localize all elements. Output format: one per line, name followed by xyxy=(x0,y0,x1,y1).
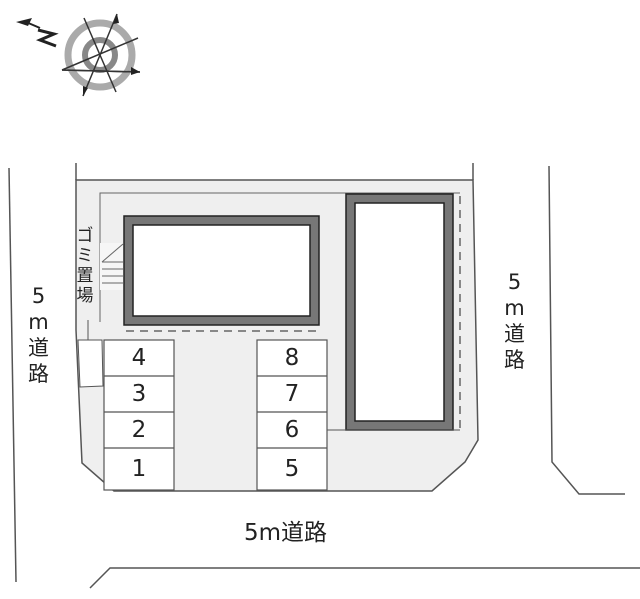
parking-slot-7: 7 xyxy=(284,381,300,407)
parking-slot-3: 3 xyxy=(131,381,147,407)
road-char: 5 xyxy=(507,270,522,294)
garbage-char: ゴ xyxy=(76,226,94,246)
right-road-edge xyxy=(548,165,625,495)
bottom-road-edge xyxy=(89,567,640,589)
left-road-label: 5 m 道 路 xyxy=(28,284,49,386)
building-b xyxy=(327,193,461,431)
stairs-icon xyxy=(100,243,124,290)
parking-slot-1: 1 xyxy=(131,456,147,482)
parking-right xyxy=(256,339,328,491)
parking-slot-4: 4 xyxy=(131,345,147,371)
garbage-area-label: ゴ ミ 置 場 xyxy=(74,226,96,306)
parking-left xyxy=(103,339,175,491)
road-char: 道 xyxy=(504,322,525,346)
left-road-edge xyxy=(8,167,17,583)
road-char: 路 xyxy=(28,362,49,386)
building-a xyxy=(123,215,320,332)
road-char: 5 xyxy=(31,284,46,308)
parking-slot-5: 5 xyxy=(284,456,300,482)
parking-slot-6: 6 xyxy=(284,417,300,443)
garbage-char: 場 xyxy=(76,286,94,306)
road-char: m xyxy=(504,296,525,320)
road-char: 路 xyxy=(504,348,525,372)
parking-slot-8: 8 xyxy=(284,345,300,371)
bottom-road-label: 5m道路 xyxy=(244,520,328,546)
garbage-char: ミ xyxy=(76,246,94,266)
garbage-char: 置 xyxy=(76,266,94,286)
road-char: m xyxy=(28,310,49,334)
north-compass-icon xyxy=(16,13,141,97)
road-char: 道 xyxy=(28,336,49,360)
right-road-label: 5 m 道 路 xyxy=(504,270,525,372)
parking-slot-2: 2 xyxy=(131,417,147,443)
